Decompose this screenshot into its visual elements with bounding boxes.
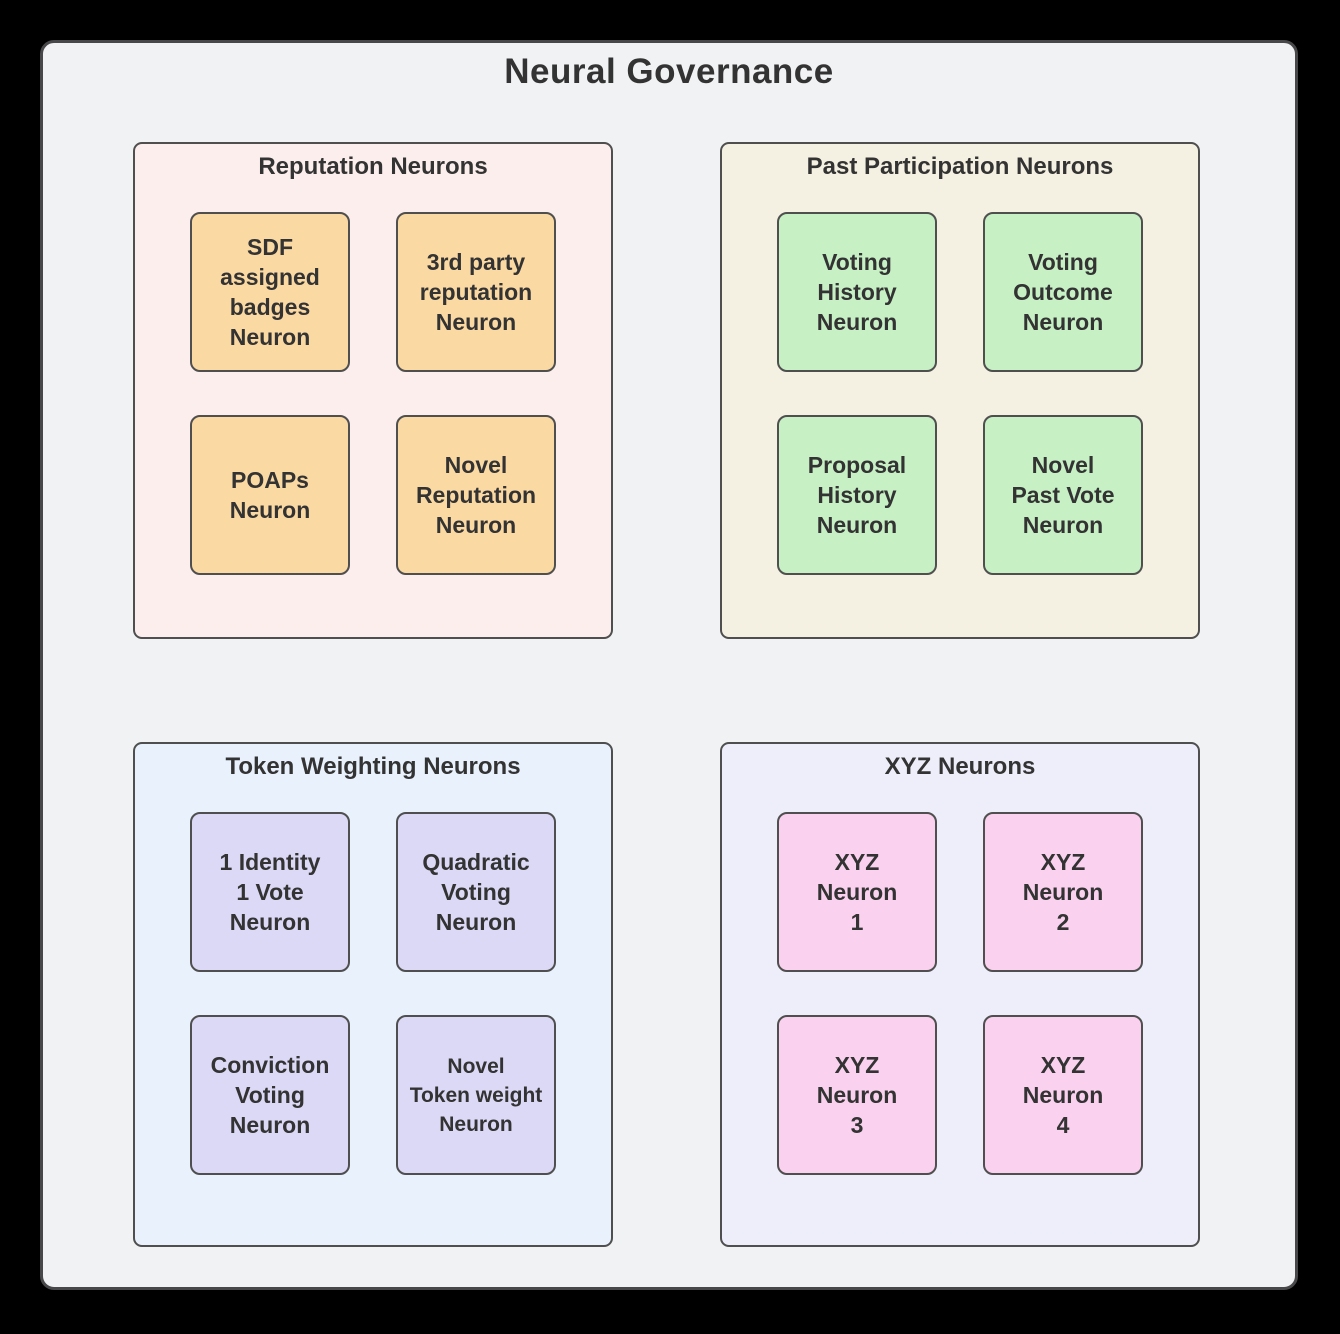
group-title-past-participation-neurons: Past Participation Neurons bbox=[806, 153, 1114, 180]
neuron-label: Quadratic Voting Neuron bbox=[422, 849, 530, 935]
neuron-box-conviction-voting: Conviction Voting Neuron bbox=[190, 1015, 350, 1175]
neuron-label: SDF assigned badges Neuron bbox=[220, 234, 320, 350]
neuron-box-novel-reputation: Novel Reputation Neuron bbox=[396, 415, 556, 575]
neuron-box-voting-history: Voting History Neuron bbox=[777, 212, 937, 372]
neuron-grid: Voting History Neuron Voting Outcome Neu… bbox=[722, 212, 1198, 575]
neuron-box-sdf-assigned-badges: SDF assigned badges Neuron bbox=[190, 212, 350, 372]
neuron-label: XYZ Neuron 3 bbox=[816, 1052, 898, 1138]
neuron-grid: SDF assigned badges Neuron 3rd party rep… bbox=[135, 212, 611, 575]
neuron-box-voting-outcome: Voting Outcome Neuron bbox=[983, 212, 1143, 372]
neuron-box-1-identity-1-vote: 1 Identity 1 Vote Neuron bbox=[190, 812, 350, 972]
group-title-reputation-neurons: Reputation Neurons bbox=[258, 153, 488, 180]
neuron-box-xyz-1: XYZ Neuron 1 bbox=[777, 812, 937, 972]
neuron-box-xyz-4: XYZ Neuron 4 bbox=[983, 1015, 1143, 1175]
group-reputation-neurons: Reputation Neurons SDF assigned badges N… bbox=[133, 142, 613, 639]
neuron-box-xyz-2: XYZ Neuron 2 bbox=[983, 812, 1143, 972]
neuron-label: Novel Past Vote Neuron bbox=[1011, 452, 1115, 538]
group-xyz-neurons: XYZ Neurons XYZ Neuron 1 XYZ Neuron 2 XY… bbox=[720, 742, 1200, 1247]
neuron-box-xyz-3: XYZ Neuron 3 bbox=[777, 1015, 937, 1175]
neuron-label: Proposal History Neuron bbox=[807, 452, 907, 538]
diagram-title: Neural Governance bbox=[504, 52, 834, 91]
neuron-box-novel-past-vote: Novel Past Vote Neuron bbox=[983, 415, 1143, 575]
neuron-label: Voting History Neuron bbox=[816, 249, 898, 335]
neuron-grid: XYZ Neuron 1 XYZ Neuron 2 XYZ Neuron 3 X… bbox=[722, 812, 1198, 1175]
neuron-box-3rd-party-reputation: 3rd party reputation Neuron bbox=[396, 212, 556, 372]
neural-governance-diagram: Neural Governance Reputation Neurons SDF… bbox=[40, 40, 1298, 1290]
neuron-box-poaps: POAPs Neuron bbox=[190, 415, 350, 575]
neuron-label: XYZ Neuron 1 bbox=[816, 849, 898, 935]
neuron-label: XYZ Neuron 2 bbox=[1022, 849, 1104, 935]
group-token-weighting-neurons: Token Weighting Neurons 1 Identity 1 Vot… bbox=[133, 742, 613, 1247]
neuron-label: Conviction Voting Neuron bbox=[210, 1052, 330, 1138]
neuron-label: XYZ Neuron 4 bbox=[1022, 1052, 1104, 1138]
neuron-box-proposal-history: Proposal History Neuron bbox=[777, 415, 937, 575]
neuron-box-quadratic-voting: Quadratic Voting Neuron bbox=[396, 812, 556, 972]
group-past-participation-neurons: Past Participation Neurons Voting Histor… bbox=[720, 142, 1200, 639]
neuron-label: Novel Reputation Neuron bbox=[415, 452, 537, 538]
neuron-grid: 1 Identity 1 Vote Neuron Quadratic Votin… bbox=[135, 812, 611, 1175]
group-title-xyz-neurons: XYZ Neurons bbox=[884, 753, 1036, 780]
neuron-label: Voting Outcome Neuron bbox=[1013, 249, 1113, 335]
neuron-label: Novel Token weight Neuron bbox=[409, 1054, 543, 1136]
neuron-label: 3rd party reputation Neuron bbox=[419, 249, 533, 335]
neuron-label: POAPs Neuron bbox=[229, 467, 311, 523]
neuron-label: 1 Identity 1 Vote Neuron bbox=[219, 849, 321, 935]
group-title-token-weighting-neurons: Token Weighting Neurons bbox=[225, 753, 521, 780]
neuron-box-novel-token-weight: Novel Token weight Neuron bbox=[396, 1015, 556, 1175]
